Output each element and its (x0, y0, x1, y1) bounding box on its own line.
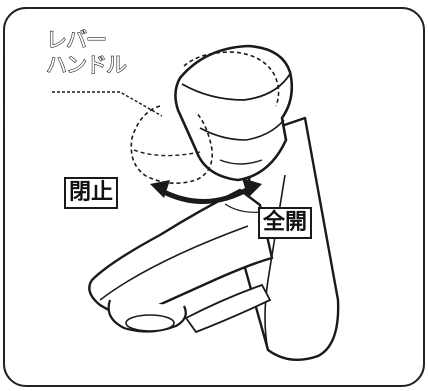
rotation-arrow-arc (158, 185, 252, 204)
spout-aerator (125, 314, 175, 332)
lever-handle-front (219, 159, 263, 165)
spout-top-edge (99, 225, 249, 301)
callout-line-1: レバー (45, 27, 107, 52)
faucet-body-edge (264, 174, 286, 351)
callout-line-2: ハンドル (45, 52, 127, 77)
lever-handle-ghost (130, 105, 213, 184)
arrowhead-right (242, 178, 262, 198)
lever-handle-top (181, 73, 291, 101)
label-open: 全開 (258, 207, 313, 239)
spout-underside (184, 283, 272, 334)
lever-ghost-seam (133, 149, 201, 157)
lever-handle-side (199, 119, 285, 141)
lever-handle (174, 44, 294, 182)
arrowhead-left (150, 180, 170, 198)
diagram-frame (3, 7, 425, 387)
label-close: 閉止 (64, 177, 119, 209)
callout-leader (52, 91, 163, 117)
lever-handle-callout: レバー ハンドル (45, 27, 136, 78)
lever-handle-ghost-top (183, 51, 280, 107)
